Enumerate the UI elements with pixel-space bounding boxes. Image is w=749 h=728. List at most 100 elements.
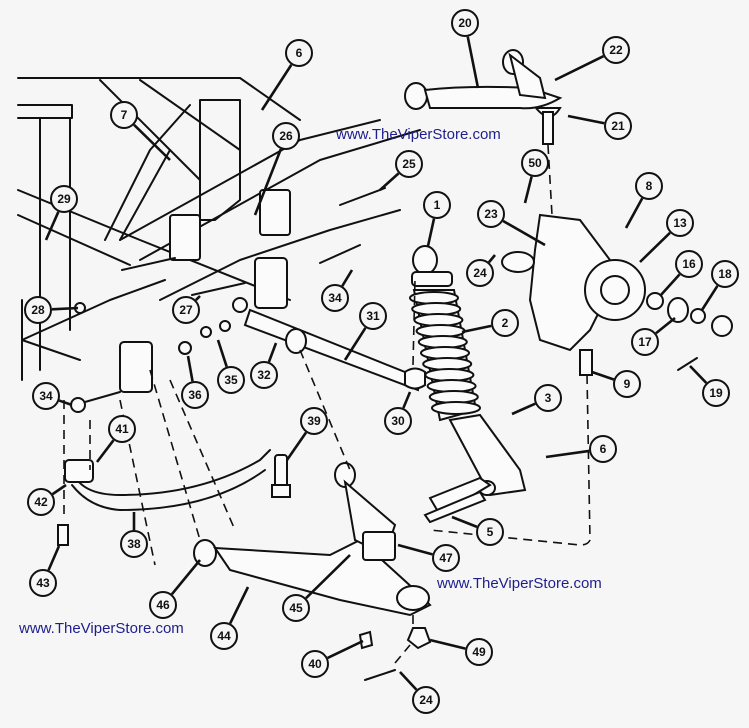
leader-line	[624, 197, 644, 229]
callout-22: 22	[602, 36, 630, 64]
leader-line	[426, 218, 436, 247]
callout-17: 17	[631, 328, 659, 356]
callout-36: 36	[181, 381, 209, 409]
sway-bar	[57, 400, 291, 546]
callout-31: 31	[359, 302, 387, 330]
callout-19: 19	[702, 379, 730, 407]
leader-line	[216, 339, 228, 368]
callout-24-bottom: 24	[412, 686, 440, 714]
callout-25: 25	[395, 150, 423, 178]
leader-line	[545, 449, 590, 459]
callout-30: 30	[384, 407, 412, 435]
callout-49: 49	[465, 638, 493, 666]
callout-42: 42	[27, 488, 55, 516]
leader-line	[58, 399, 73, 407]
leader-line	[51, 483, 67, 496]
leader-line	[689, 365, 708, 384]
leader-line	[399, 671, 418, 691]
callout-44: 44	[210, 622, 238, 650]
callout-5: 5	[476, 518, 504, 546]
steering-knuckle	[429, 213, 733, 546]
callout-45: 45	[282, 594, 310, 622]
callout-28: 28	[24, 296, 52, 324]
leader-line	[133, 123, 171, 161]
callout-47: 47	[432, 544, 460, 572]
callout-8: 8	[635, 172, 663, 200]
leader-line	[451, 515, 478, 529]
callout-40: 40	[301, 650, 329, 678]
callout-21: 21	[604, 112, 632, 140]
coil-over-shock	[409, 245, 527, 517]
callout-2: 2	[491, 309, 519, 337]
leader-line	[591, 370, 615, 381]
callout-29: 29	[50, 185, 78, 213]
leader-line	[341, 269, 354, 287]
leader-line	[267, 342, 278, 363]
leader-line	[47, 545, 61, 571]
callout-26: 26	[272, 122, 300, 150]
leader-line	[228, 586, 250, 624]
callout-3: 3	[534, 384, 562, 412]
leader-line	[402, 391, 412, 409]
leader-line	[51, 306, 79, 311]
bushing-mounts	[70, 187, 386, 413]
leader-line	[639, 231, 671, 263]
callout-34-left: 34	[32, 382, 60, 410]
callout-1: 1	[423, 191, 451, 219]
callout-32: 32	[250, 361, 278, 389]
watermark-bottom-left: www.TheViperStore.com	[19, 620, 184, 637]
leader-line	[567, 114, 605, 125]
frame-structure	[17, 77, 421, 381]
spring-coil	[431, 401, 481, 415]
callout-41: 41	[108, 415, 136, 443]
leader-line	[659, 273, 681, 297]
leader-line	[95, 439, 115, 463]
callout-50: 50	[521, 149, 549, 177]
leader-line	[170, 559, 202, 596]
callout-6-bottom: 6	[589, 435, 617, 463]
leader-line	[397, 543, 433, 556]
leader-line	[502, 219, 546, 247]
callout-13: 13	[666, 209, 694, 237]
leader-line	[253, 148, 283, 216]
watermark-top: www.TheViperStore.com	[336, 126, 501, 143]
callout-43: 43	[29, 569, 57, 597]
leader-lines	[44, 36, 719, 691]
leader-line	[461, 324, 492, 334]
upper-control-arm	[404, 49, 563, 216]
callout-6-top: 6	[285, 39, 313, 67]
callout-46: 46	[149, 591, 177, 619]
leader-line	[429, 638, 466, 650]
leader-line	[655, 316, 676, 335]
watermark-right: www.TheViperStore.com	[437, 575, 602, 592]
leader-line	[466, 36, 480, 89]
leader-line	[554, 55, 605, 82]
callout-18: 18	[711, 260, 739, 288]
callout-9: 9	[613, 370, 641, 398]
callout-20: 20	[451, 9, 479, 37]
callout-7: 7	[110, 101, 138, 129]
leader-line	[285, 431, 308, 461]
leader-line	[305, 554, 351, 600]
callout-34-right: 34	[321, 284, 349, 312]
leader-line	[700, 285, 719, 311]
leader-line	[44, 211, 60, 241]
leader-line	[511, 402, 536, 416]
leader-line	[379, 172, 400, 191]
leader-line	[260, 64, 293, 111]
callout-35: 35	[217, 366, 245, 394]
leader-line	[523, 176, 533, 204]
leader-line	[343, 327, 367, 361]
leader-line	[194, 295, 201, 302]
callout-23: 23	[477, 200, 505, 228]
callout-38: 38	[120, 530, 148, 558]
leader-line	[186, 355, 194, 382]
callout-39: 39	[300, 407, 328, 435]
leader-line	[327, 639, 364, 660]
leader-line	[487, 254, 496, 264]
callout-16: 16	[675, 250, 703, 278]
callout-24-top: 24	[466, 259, 494, 287]
tie-rod	[243, 279, 426, 392]
